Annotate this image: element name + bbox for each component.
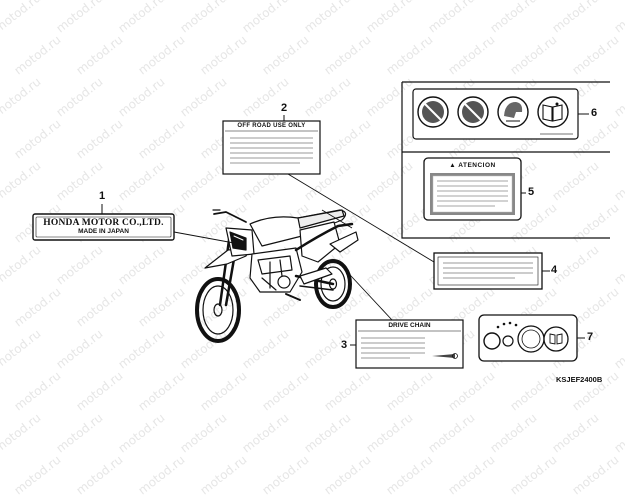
label-offroad <box>222 120 321 175</box>
honda-label-line1: HONDA MOTOR CO.,LTD. <box>43 218 164 228</box>
diagram-svg <box>32 81 610 369</box>
warning-triangle-icon: ▲ <box>449 162 457 169</box>
label-4 <box>433 252 543 290</box>
label-switch-decal <box>478 314 578 362</box>
label-honda-plate <box>32 213 175 241</box>
callout-2: 2 <box>281 102 288 114</box>
offroad-label-title: OFF ROAD USE ONLY <box>237 123 306 129</box>
atencion-label-title: ▲ ATENCION <box>426 162 519 169</box>
no-passenger-icon <box>417 96 449 128</box>
callout-1: 1 <box>99 190 106 202</box>
group-frame <box>401 82 610 239</box>
part-code: KSJEF2400B <box>556 375 603 384</box>
callout-5: 5 <box>528 186 535 198</box>
no-road-icon <box>457 96 489 128</box>
helmet-icon <box>497 96 529 128</box>
motorcycle-drawing <box>195 209 359 343</box>
atencion-title-text: ATENCION <box>458 162 496 169</box>
label-atencion <box>423 157 522 221</box>
manual-icon <box>537 96 569 128</box>
leader-lines <box>173 173 435 321</box>
drive-chain-label-title: DRIVE CHAIN <box>388 322 431 329</box>
honda-label-line2: MADE IN JAPAN <box>78 228 129 235</box>
callout-3: 3 <box>341 339 348 351</box>
label-drive-chain <box>355 319 464 369</box>
callout-6: 6 <box>591 107 598 119</box>
callout-4: 4 <box>551 264 558 276</box>
callout-7: 7 <box>587 331 594 343</box>
